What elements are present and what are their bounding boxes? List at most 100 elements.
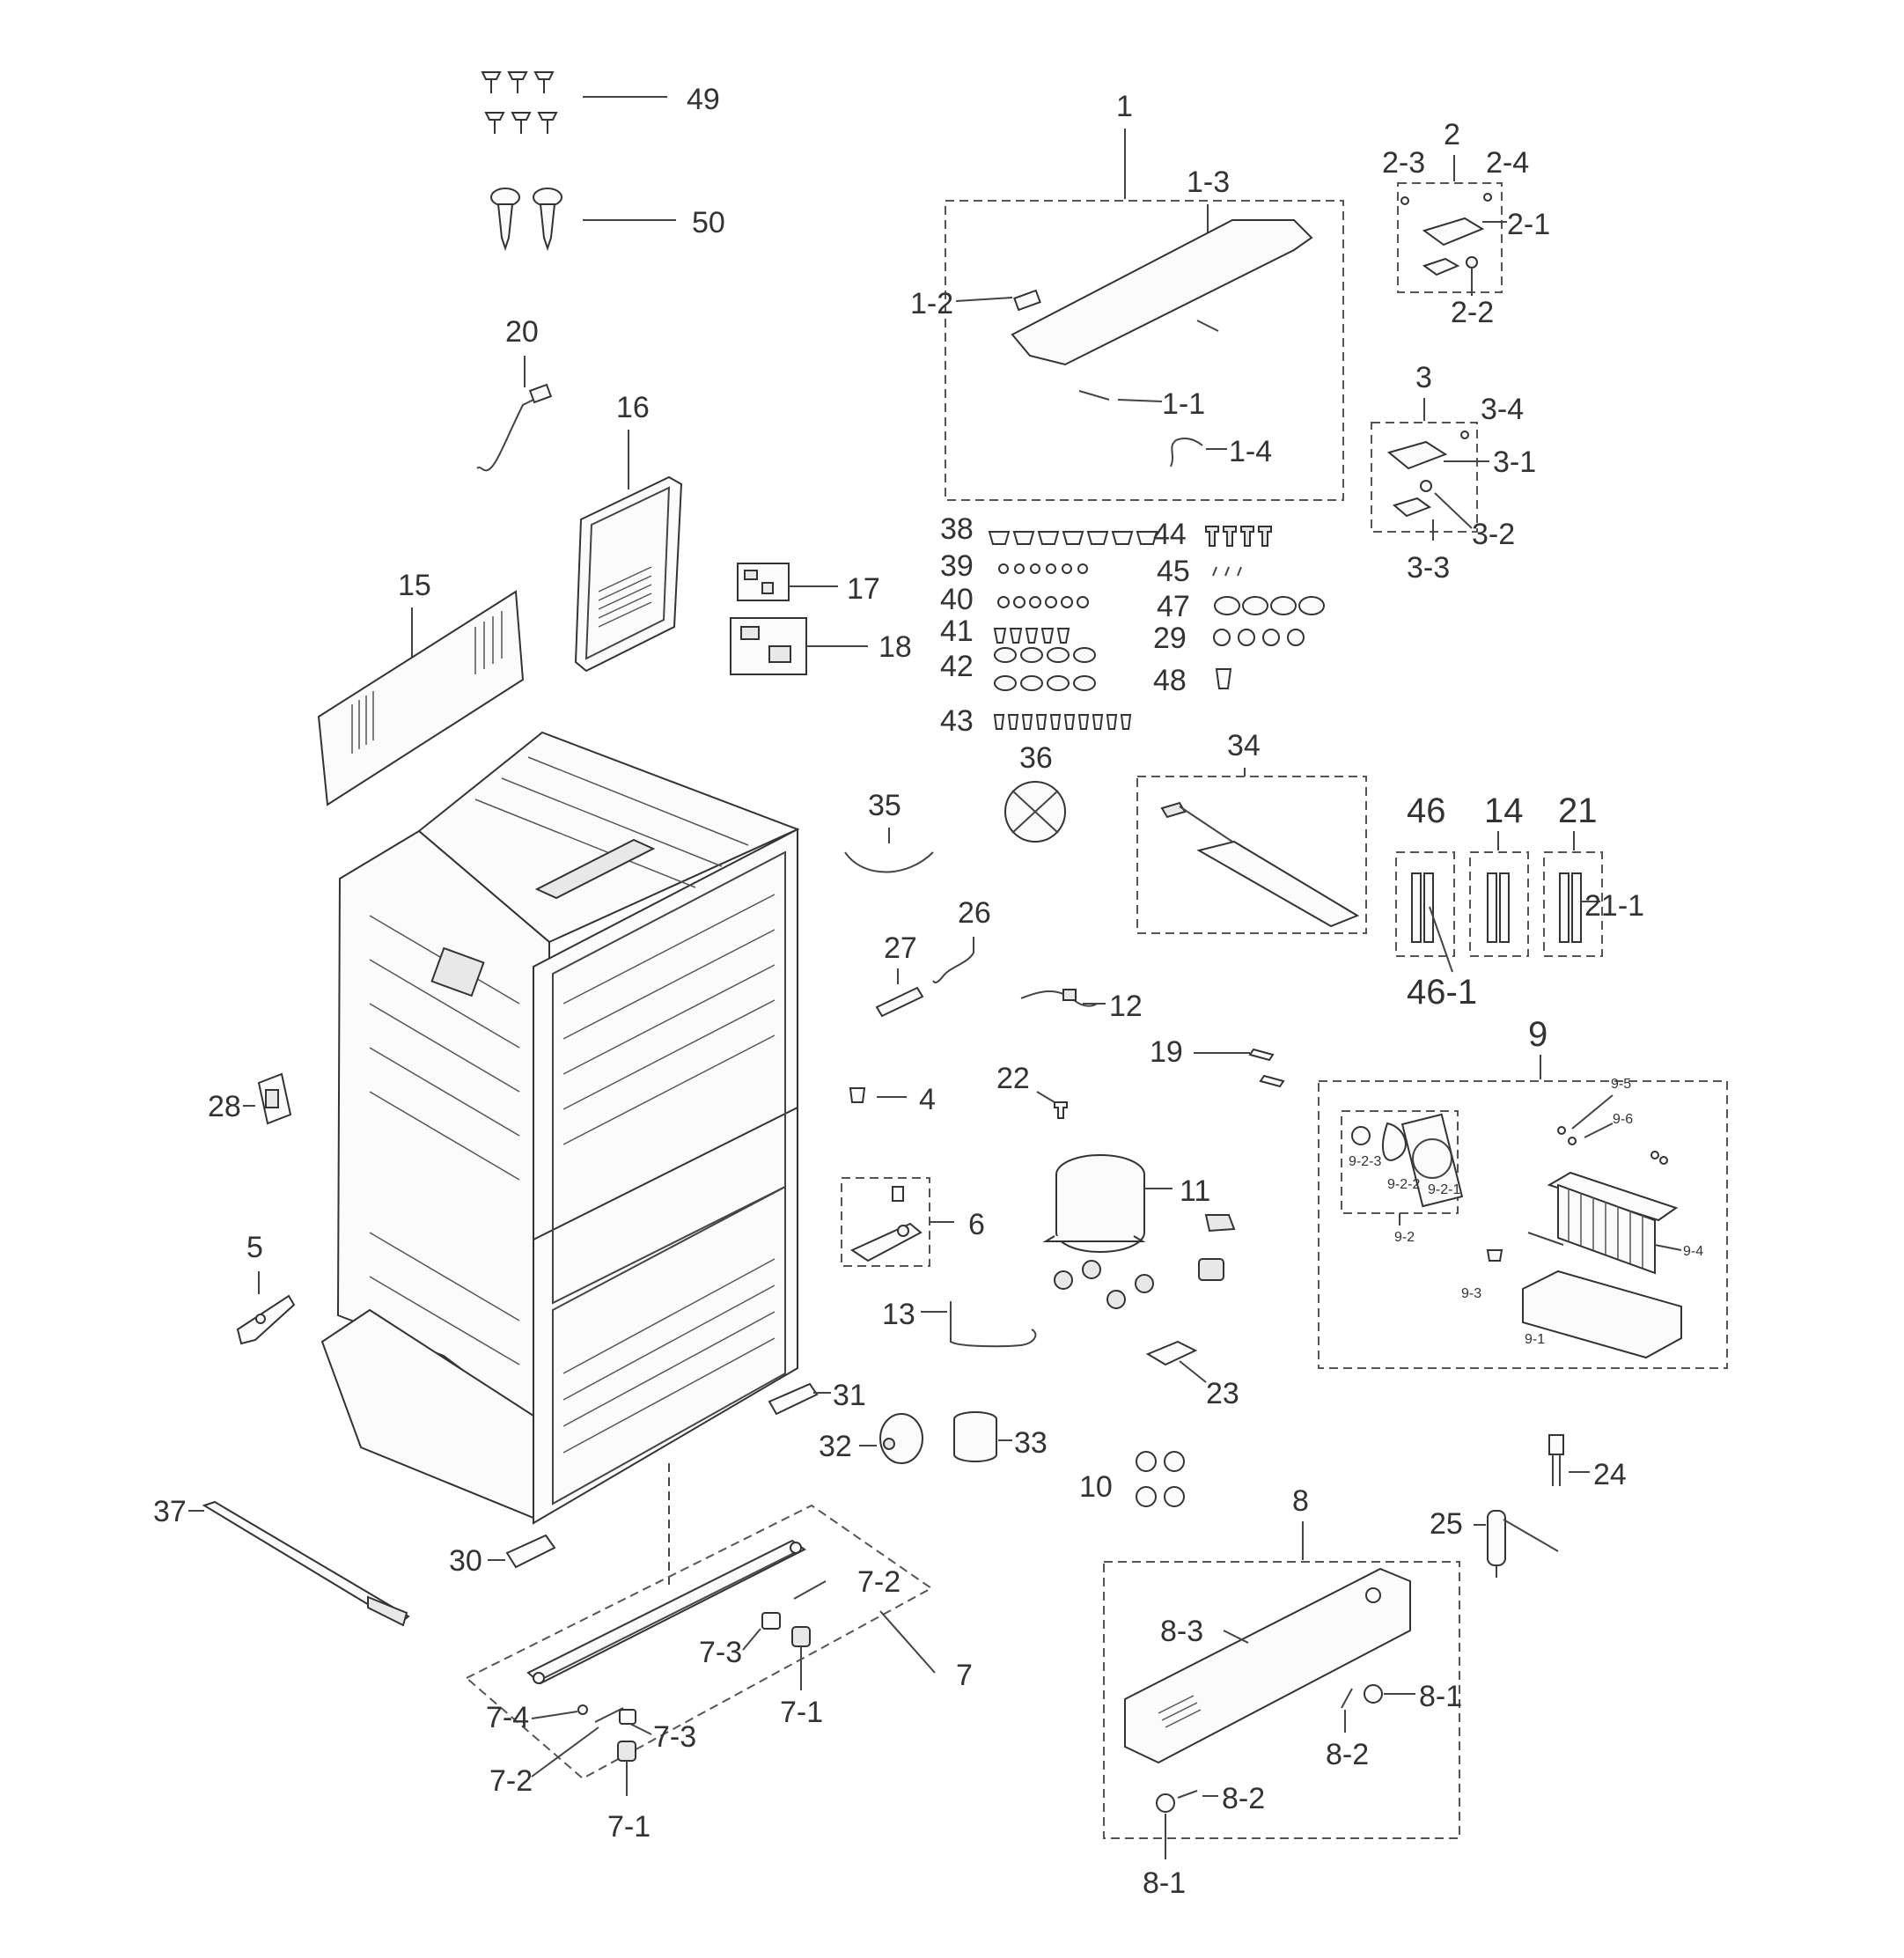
label-9-2-2: 9-2-2 bbox=[1387, 1177, 1420, 1192]
hinge-5 bbox=[236, 1294, 296, 1345]
label-8: 8 bbox=[1292, 1484, 1309, 1518]
label-46: 46 bbox=[1407, 791, 1446, 830]
switch-27 bbox=[875, 986, 924, 1018]
part-32 bbox=[878, 1413, 924, 1464]
label-30: 30 bbox=[449, 1544, 482, 1578]
label-7-4: 7-4 bbox=[486, 1701, 529, 1734]
screw-1-1 bbox=[1078, 320, 1219, 402]
relay-part bbox=[1204, 1214, 1236, 1233]
label-43: 43 bbox=[940, 704, 974, 738]
tube-21 bbox=[1559, 872, 1600, 943]
heater-clips-9-5 bbox=[1557, 1094, 1668, 1165]
label-11: 11 bbox=[1180, 1174, 1210, 1208]
label-26: 26 bbox=[958, 896, 991, 930]
label-9-6: 9-6 bbox=[1613, 1112, 1633, 1127]
hinge-6 bbox=[849, 1186, 923, 1262]
label-36: 36 bbox=[1019, 741, 1053, 775]
label-7-2a: 7-2 bbox=[857, 1565, 901, 1599]
tube-13 bbox=[950, 1301, 1037, 1348]
label-15: 15 bbox=[398, 569, 431, 602]
part-30 bbox=[505, 1534, 556, 1569]
label-7-3b: 7-3 bbox=[653, 1720, 696, 1754]
tube-14 bbox=[1487, 872, 1510, 943]
label-8-2b: 8-2 bbox=[1222, 1782, 1265, 1815]
label-17: 17 bbox=[847, 572, 880, 606]
assembly-34 bbox=[1160, 801, 1360, 928]
label-47: 47 bbox=[1157, 590, 1190, 623]
label-8-1b: 8-1 bbox=[1143, 1866, 1186, 1900]
label-25: 25 bbox=[1430, 1507, 1463, 1541]
part-28 bbox=[257, 1072, 292, 1125]
label-7-3a: 7-3 bbox=[699, 1636, 742, 1669]
label-3-4: 3-4 bbox=[1481, 393, 1524, 426]
label-7-2b: 7-2 bbox=[489, 1764, 533, 1798]
label-18: 18 bbox=[878, 630, 912, 664]
compressor-11 bbox=[1042, 1154, 1173, 1309]
drain-pan-9-1 bbox=[1522, 1270, 1682, 1359]
clips-19 bbox=[1248, 1048, 1285, 1088]
label-3-2: 3-2 bbox=[1472, 518, 1515, 551]
label-12: 12 bbox=[1109, 990, 1143, 1023]
label-3-3: 3-3 bbox=[1407, 551, 1450, 585]
label-29: 29 bbox=[1153, 622, 1187, 655]
label-8-1a: 8-1 bbox=[1419, 1680, 1462, 1713]
label-48: 48 bbox=[1153, 664, 1187, 697]
label-9-5: 9-5 bbox=[1611, 1077, 1631, 1092]
label-46-1: 46-1 bbox=[1407, 973, 1477, 1012]
label-31: 31 bbox=[833, 1379, 866, 1412]
harness-12 bbox=[1020, 989, 1106, 1007]
part-9-3 bbox=[1486, 1249, 1503, 1262]
part-33 bbox=[953, 1411, 1012, 1462]
label-32: 32 bbox=[819, 1430, 852, 1463]
part-23 bbox=[1145, 1340, 1207, 1383]
label-28: 28 bbox=[208, 1090, 241, 1123]
label-27: 27 bbox=[884, 931, 917, 965]
label-1-2: 1-2 bbox=[910, 287, 953, 320]
beam-1-3 bbox=[1011, 219, 1313, 366]
label-8-3: 8-3 bbox=[1160, 1615, 1203, 1648]
label-8-2a: 8-2 bbox=[1326, 1738, 1369, 1771]
drier-25 bbox=[1474, 1510, 1559, 1578]
cover-panel-15 bbox=[317, 590, 525, 806]
label-3: 3 bbox=[1415, 361, 1432, 394]
hinge-2 bbox=[1400, 193, 1492, 276]
label-45: 45 bbox=[1157, 555, 1190, 588]
label-19: 19 bbox=[1150, 1035, 1183, 1069]
label-33: 33 bbox=[1014, 1426, 1048, 1460]
label-6: 6 bbox=[968, 1208, 985, 1241]
label-37: 37 bbox=[153, 1495, 187, 1528]
hinge-3 bbox=[1386, 431, 1469, 518]
label-14: 14 bbox=[1484, 791, 1524, 830]
evaporator-9-4 bbox=[1527, 1171, 1679, 1275]
screws-49 bbox=[481, 71, 667, 134]
label-7-1a: 7-1 bbox=[780, 1696, 823, 1729]
label-1-4: 1-4 bbox=[1229, 435, 1272, 468]
label-2-2: 2-2 bbox=[1451, 296, 1494, 329]
label-2: 2 bbox=[1444, 118, 1460, 151]
label-20: 20 bbox=[505, 315, 539, 349]
label-10: 10 bbox=[1079, 1470, 1113, 1504]
part-4 bbox=[849, 1087, 866, 1103]
trim-37 bbox=[202, 1500, 410, 1627]
tube-35 bbox=[844, 851, 934, 873]
label-49: 49 bbox=[687, 83, 720, 116]
label-16: 16 bbox=[616, 391, 650, 424]
label-35: 35 bbox=[868, 789, 901, 822]
label-2-1: 2-1 bbox=[1507, 208, 1550, 241]
label-1: 1 bbox=[1116, 90, 1133, 123]
overload-part bbox=[1198, 1258, 1224, 1281]
base-assembly-7 bbox=[465, 1504, 936, 1796]
label-1-1: 1-1 bbox=[1162, 387, 1205, 421]
label-1-3: 1-3 bbox=[1187, 166, 1230, 199]
rear-panel-16 bbox=[574, 475, 683, 673]
label-40: 40 bbox=[940, 583, 974, 616]
wire-1-4 bbox=[1170, 438, 1227, 467]
label-24: 24 bbox=[1593, 1458, 1627, 1491]
base-plate-8-3 bbox=[1124, 1567, 1411, 1764]
screws-10 bbox=[1136, 1451, 1185, 1507]
label-9: 9 bbox=[1528, 1015, 1547, 1054]
fan-assembly-9-2 bbox=[1351, 1113, 1464, 1208]
cabinet-body bbox=[320, 731, 800, 1525]
label-9-2: 9-2 bbox=[1394, 1230, 1415, 1245]
